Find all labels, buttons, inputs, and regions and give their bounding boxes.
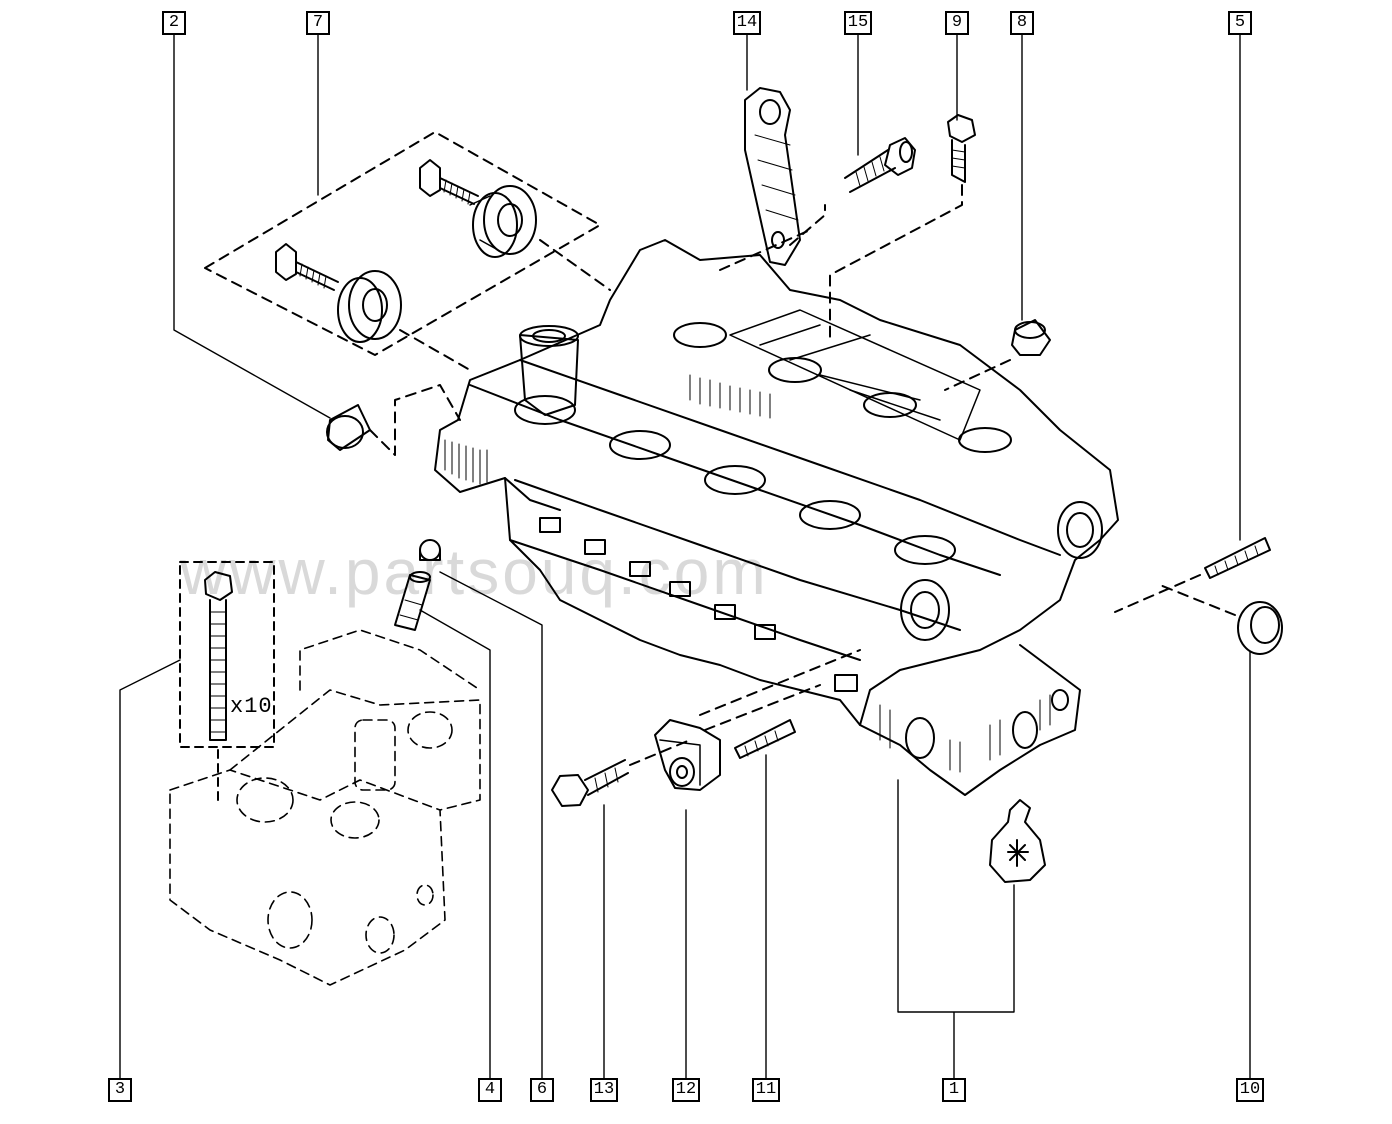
callout-5: 5 xyxy=(1228,11,1252,35)
cylinder-head xyxy=(434,239,1119,796)
callout-1: 1 xyxy=(942,1078,966,1102)
watermark: www.partsouq.com xyxy=(180,536,769,608)
callout-2: 2 xyxy=(162,11,186,35)
leader-lines xyxy=(119,33,1251,1079)
part-15-bolt xyxy=(844,137,916,193)
callout-4: 4 xyxy=(478,1078,502,1102)
part-13-bolt xyxy=(551,649,861,807)
part-8-plug xyxy=(944,319,1051,391)
callout-8: 8 xyxy=(1010,11,1034,35)
part-14-lifting-bracket xyxy=(719,87,826,271)
callout-7: 7 xyxy=(306,11,330,35)
callout-11: 11 xyxy=(752,1078,780,1102)
engine-block-reference xyxy=(169,629,481,986)
callout-6: 6 xyxy=(530,1078,554,1102)
part-4-dowel xyxy=(394,571,431,631)
part-9-bolt xyxy=(829,114,976,341)
part-7-tensioner-kit xyxy=(204,131,611,371)
part-2-plug xyxy=(326,384,461,456)
part-10-plug xyxy=(1159,584,1283,655)
quantity-label: x10 xyxy=(230,694,273,719)
part-5-stud xyxy=(1114,537,1271,613)
part-12-bracket xyxy=(654,684,821,791)
callout-9: 9 xyxy=(945,11,969,35)
callout-12: 12 xyxy=(672,1078,700,1102)
part-6-plug xyxy=(419,539,441,561)
part-1-sealant-sachet xyxy=(989,799,1046,883)
part-3-head-bolts xyxy=(179,561,275,801)
callout-15: 15 xyxy=(844,11,872,35)
callout-3: 3 xyxy=(108,1078,132,1102)
callout-10: 10 xyxy=(1236,1078,1264,1102)
part-11-stud xyxy=(734,719,796,759)
callout-13: 13 xyxy=(590,1078,618,1102)
callout-14: 14 xyxy=(733,11,761,35)
